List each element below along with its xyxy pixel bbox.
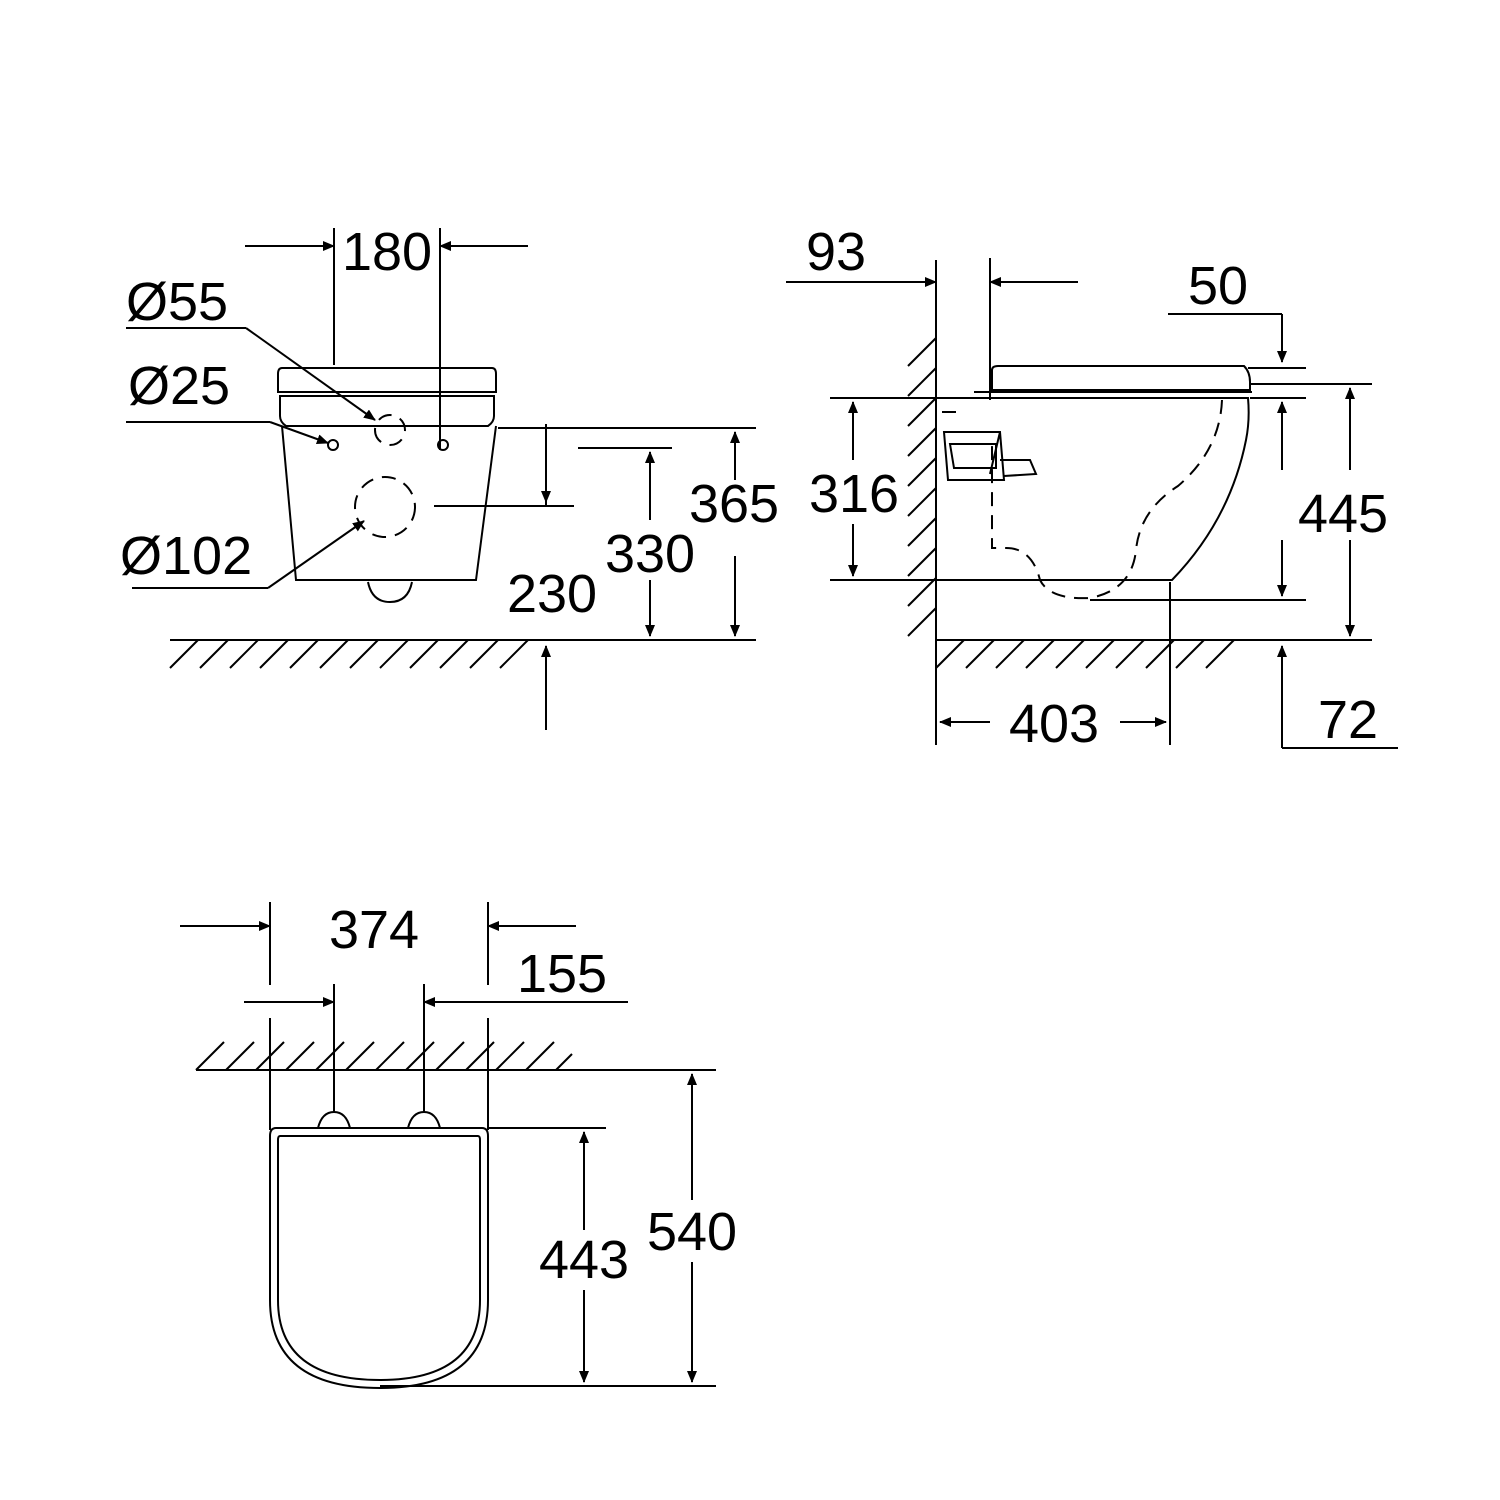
label-330: 330 bbox=[605, 524, 695, 584]
label-445: 445 bbox=[1298, 484, 1388, 544]
dim-445: 445 bbox=[1090, 383, 1388, 641]
label-540: 540 bbox=[647, 1202, 737, 1262]
label-316: 316 bbox=[809, 464, 899, 524]
dim-155: 155 bbox=[244, 944, 628, 1112]
label-180: 180 bbox=[342, 222, 432, 282]
leader-25: Ø25 bbox=[126, 356, 329, 444]
front-floor bbox=[169, 639, 545, 669]
leader-102: Ø102 bbox=[120, 520, 365, 589]
top-seat bbox=[269, 1070, 489, 1390]
side-view: 93 50 316 445 bbox=[786, 222, 1398, 754]
dim-540: 540 bbox=[647, 1073, 737, 1383]
dim-316: 316 bbox=[809, 397, 936, 581]
side-bowl bbox=[936, 365, 1252, 600]
front-bowl bbox=[281, 414, 497, 604]
label-dia-102: Ø102 bbox=[120, 526, 252, 586]
dim-50: 50 bbox=[1168, 256, 1306, 369]
hole-55 bbox=[374, 414, 407, 446]
leader-55: Ø55 bbox=[126, 272, 376, 421]
dim-330: 330 bbox=[578, 447, 695, 637]
label-374: 374 bbox=[329, 900, 419, 960]
top-view: 374 155 443 540 bbox=[180, 900, 737, 1390]
label-50: 50 bbox=[1188, 256, 1248, 316]
label-365: 365 bbox=[689, 474, 779, 534]
label-230: 230 bbox=[507, 564, 597, 624]
label-dia-55: Ø55 bbox=[126, 272, 228, 332]
side-wall bbox=[907, 260, 937, 745]
hole-102 bbox=[354, 476, 416, 538]
label-72: 72 bbox=[1318, 690, 1378, 750]
dim-230: 230 bbox=[434, 424, 597, 730]
label-403: 403 bbox=[1009, 694, 1099, 754]
dim-93: 93 bbox=[786, 222, 1078, 400]
hole-25-right bbox=[437, 439, 449, 451]
front-view: 180 Ø55 Ø25 Ø102 230 bbox=[120, 222, 779, 730]
label-155: 155 bbox=[517, 944, 607, 1004]
hole-25-left bbox=[327, 439, 339, 451]
dim-72: 72 bbox=[1277, 645, 1398, 750]
dim-180: 180 bbox=[245, 222, 528, 450]
label-dia-25: Ø25 bbox=[128, 356, 230, 416]
dim-374: 374 bbox=[180, 900, 576, 985]
side-floor bbox=[935, 639, 1248, 669]
dim-365: 365 bbox=[498, 427, 779, 641]
dim-443: 443 bbox=[380, 1127, 716, 1387]
front-lid bbox=[277, 367, 497, 427]
dim-403: 403 bbox=[939, 582, 1171, 754]
label-443: 443 bbox=[539, 1230, 629, 1290]
label-93: 93 bbox=[806, 222, 866, 282]
top-wall bbox=[195, 1041, 716, 1071]
